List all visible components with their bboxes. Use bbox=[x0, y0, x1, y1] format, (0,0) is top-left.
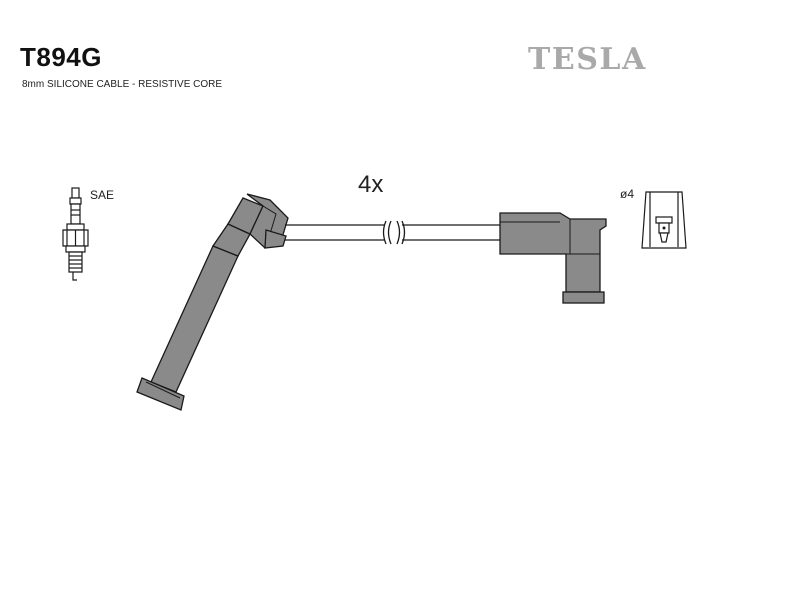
spark-plug-icon bbox=[62, 187, 89, 281]
part-code: T894G bbox=[20, 42, 102, 72]
quantity-label: 4x bbox=[358, 171, 384, 198]
terminal-diameter-label: ø4 bbox=[620, 187, 635, 201]
brand-logo: TESLA bbox=[528, 42, 647, 77]
cable-description: 8mm SILICONE CABLE - RESISTIVE CORE bbox=[22, 79, 223, 90]
spark-plug-label: SAE bbox=[90, 188, 115, 202]
coil-boot bbox=[499, 212, 607, 304]
terminal-icon bbox=[641, 191, 687, 249]
ignition-cable bbox=[285, 220, 502, 245]
spark-plug-boot bbox=[136, 193, 289, 411]
